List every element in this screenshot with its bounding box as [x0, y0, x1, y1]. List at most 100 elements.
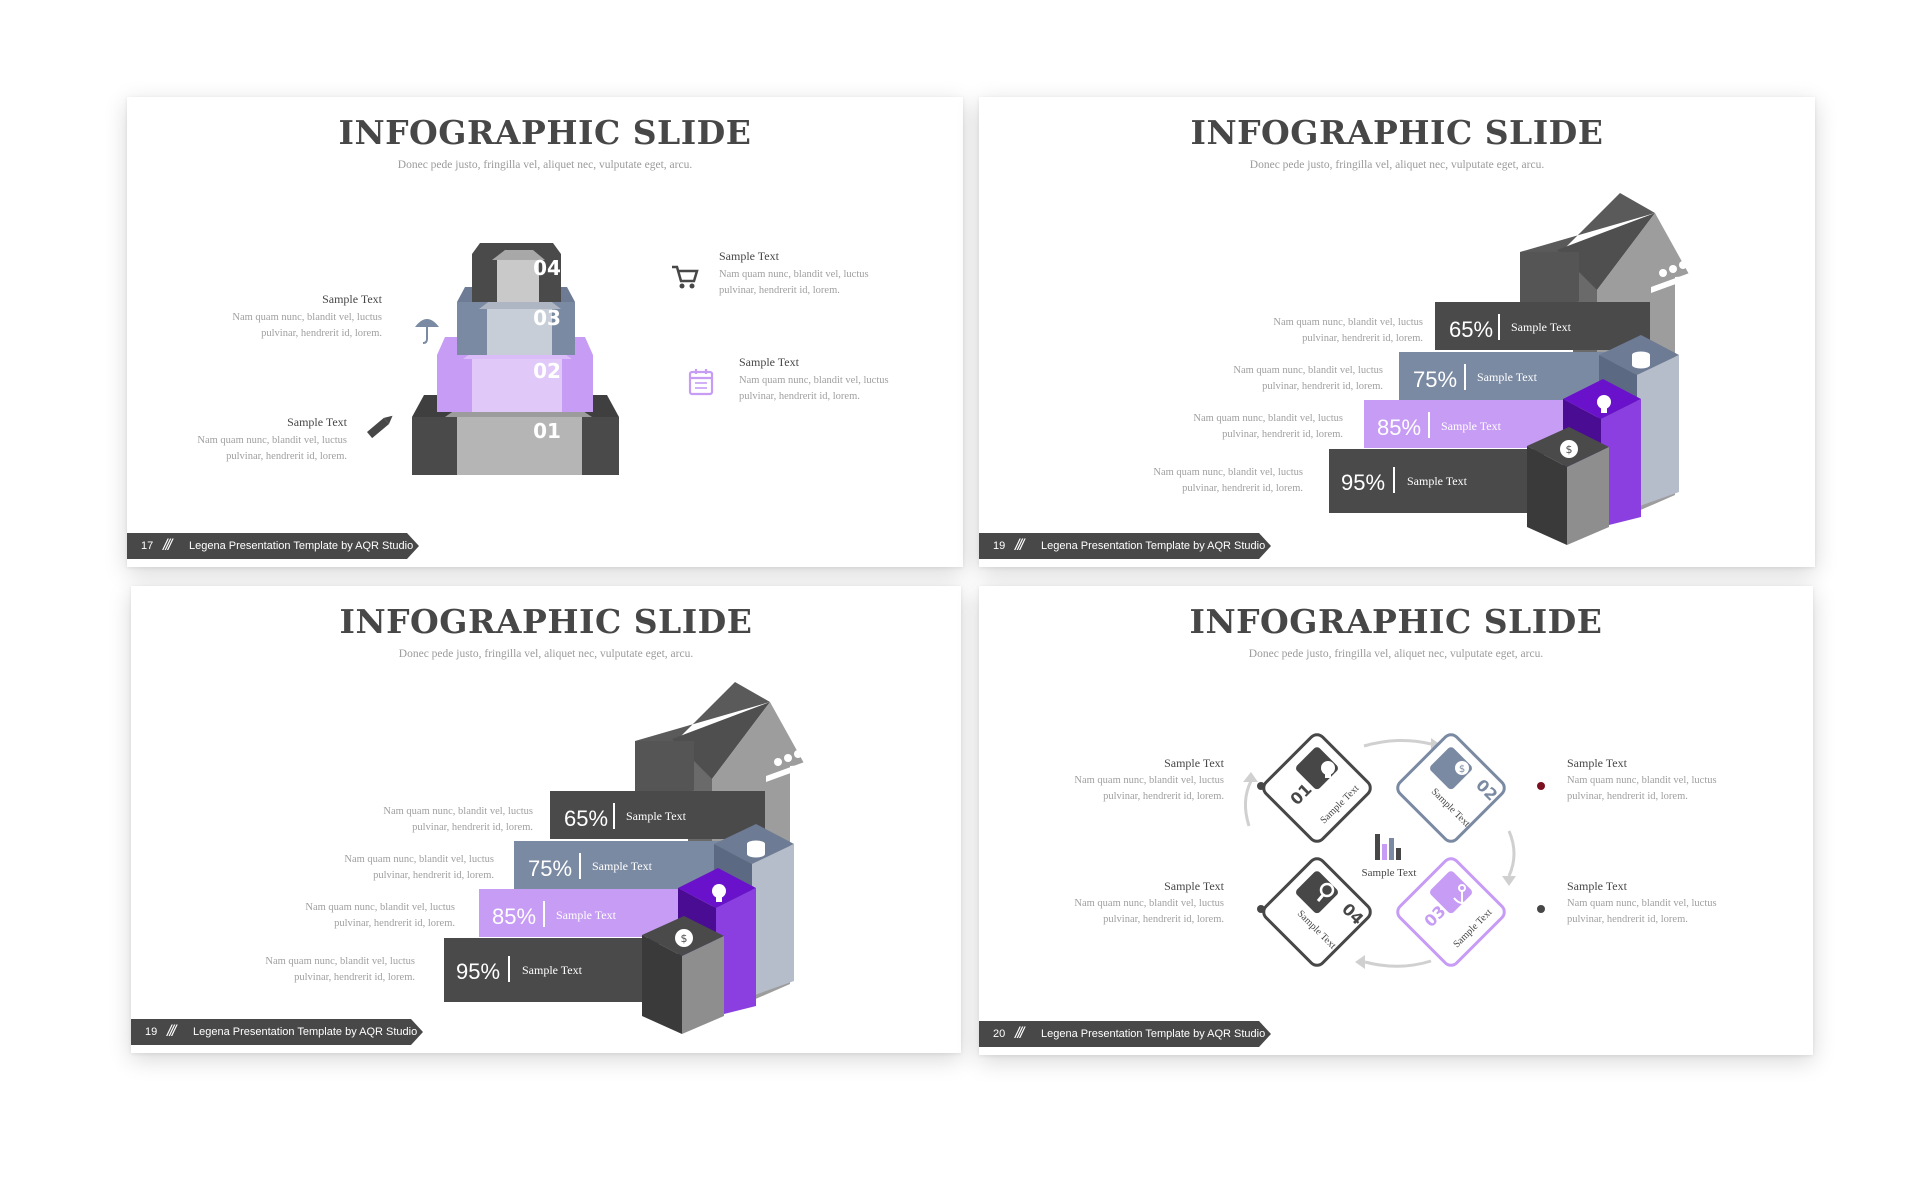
slide-number: 17 — [141, 540, 154, 552]
bar-percent: 75% — [1413, 367, 1457, 392]
slide-number: 19 — [993, 540, 1006, 552]
footer-text: Legena Presentation Template by AQR Stud… — [193, 1026, 418, 1038]
slide-title: INFOGRAPHIC SLIDE — [1189, 602, 1603, 641]
bar-label: Sample Text — [1441, 419, 1502, 433]
slide-number: 20 — [993, 1028, 1006, 1040]
bullet-dot — [1257, 782, 1265, 790]
bar-percent: 65% — [564, 806, 608, 831]
bullet-dot — [1537, 782, 1545, 790]
bar-label: Sample Text — [592, 859, 653, 873]
footer-slashes: /// — [1015, 1025, 1024, 1042]
footer-text: Legena Presentation Template by AQR Stud… — [1041, 540, 1266, 552]
stairs-graphic: $ 65% Sample Text 75% Sample Text 85% Sa… — [444, 682, 810, 1034]
step-number: 02 — [533, 359, 561, 383]
calendar-icon — [688, 369, 714, 396]
bar-percent: 75% — [528, 856, 572, 881]
pencil-icon — [367, 415, 393, 439]
cart-icon — [672, 265, 699, 289]
cycle-graphic: 01 Sample Text $ 02 Sample Text 03 Sampl… — [1243, 733, 1545, 969]
slide-pyramid[interactable]: INFOGRAPHIC SLIDE Donec pede justo, frin… — [127, 97, 963, 567]
bar-percent: 95% — [1341, 470, 1385, 495]
slide-stairs-b[interactable]: INFOGRAPHIC SLIDE Donec pede justo, frin… — [131, 586, 961, 1053]
item-label: Sample Text — [322, 292, 382, 306]
svg-text:$: $ — [1459, 764, 1465, 775]
slide-footer: 20 /// Legena Presentation Template by A… — [979, 1021, 1279, 1047]
diamond-01 — [1262, 733, 1372, 843]
item-label: Sample Text — [1567, 756, 1627, 770]
slide-subtitle: Donec pede justo, fringilla vel, aliquet… — [398, 648, 694, 660]
item-label: Sample Text — [1567, 879, 1627, 893]
bullet-dot — [1257, 905, 1265, 913]
slide-number: 19 — [145, 1026, 158, 1038]
slide-footer: 19 /// Legena Presentation Template by A… — [979, 533, 1279, 559]
slide-subtitle: Donec pede justo, fringilla vel, aliquet… — [1249, 159, 1545, 171]
bullet-dot — [1537, 905, 1545, 913]
cycle-arrow — [1363, 738, 1432, 748]
money-bag-icon: $ — [1560, 440, 1578, 458]
footer-text: Legena Presentation Template by AQR Stud… — [1041, 1028, 1266, 1040]
diamond-02 — [1396, 733, 1506, 843]
cycle-arrow — [1364, 959, 1432, 968]
team-icon — [1651, 261, 1695, 293]
bar-percent: 85% — [1377, 415, 1421, 440]
bar-label: Sample Text — [1477, 370, 1538, 384]
svg-text:$: $ — [1566, 443, 1573, 456]
bar-label: Sample Text — [1511, 320, 1572, 334]
bar-label: Sample Text — [522, 963, 583, 977]
slide-subtitle: Donec pede justo, fringilla vel, aliquet… — [397, 159, 693, 171]
footer-slashes: /// — [163, 537, 172, 554]
slide-diamonds[interactable]: INFOGRAPHIC SLIDE Donec pede justo, frin… — [979, 586, 1813, 1055]
bar-65 — [1435, 302, 1650, 350]
slide-subtitle: Donec pede justo, fringilla vel, aliquet… — [1248, 648, 1544, 660]
umbrella-icon — [415, 319, 439, 344]
svg-text:$: $ — [681, 932, 688, 945]
slide-title: INFOGRAPHIC SLIDE — [1190, 113, 1604, 152]
pyramid-step-04: 04 — [472, 243, 561, 302]
step-number: 04 — [533, 256, 561, 280]
pyramid-graphic: 01 02 03 04 — [367, 243, 714, 475]
database-icon — [1632, 351, 1650, 369]
item-label: Sample Text — [1164, 756, 1224, 770]
item-label: Sample Text — [287, 415, 347, 429]
magnifier-icon — [1316, 882, 1335, 902]
anchor-icon — [1453, 884, 1471, 904]
center-label: Sample Text — [1362, 867, 1417, 879]
item-label: Sample Text — [739, 355, 799, 369]
step-number: 03 — [533, 306, 561, 330]
stairs-graphic: $ 65% Sample Text 75% Sample Text 85% Sa… — [1329, 193, 1695, 545]
cycle-arrow — [1244, 780, 1253, 827]
item-label: Sample Text — [719, 249, 779, 263]
slide-footer: 17 /// Legena Presentation Template by A… — [127, 533, 427, 559]
footer-text: Legena Presentation Template by AQR Stud… — [189, 540, 414, 552]
step-number: 01 — [533, 419, 561, 443]
diamond-04 — [1262, 857, 1372, 967]
slide-title: INFOGRAPHIC SLIDE — [339, 602, 753, 641]
lightbulb-icon — [712, 884, 726, 902]
slide-footer: 19 /// Legena Presentation Template by A… — [131, 1019, 431, 1045]
item-label: Sample Text — [1164, 879, 1224, 893]
footer-slashes: /// — [167, 1023, 176, 1040]
money-bag-icon: $ — [1455, 761, 1469, 775]
slide-stairs-a[interactable]: INFOGRAPHIC SLIDE Donec pede justo, frin… — [979, 97, 1815, 567]
lightbulb-icon — [1321, 761, 1335, 778]
bar-label: Sample Text — [556, 908, 617, 922]
bar-percent: 85% — [492, 904, 536, 929]
slide-title: INFOGRAPHIC SLIDE — [338, 113, 752, 152]
bar-chart-icon — [1375, 834, 1401, 860]
footer-slashes: /// — [1015, 537, 1024, 554]
bar-95 — [1329, 449, 1544, 513]
